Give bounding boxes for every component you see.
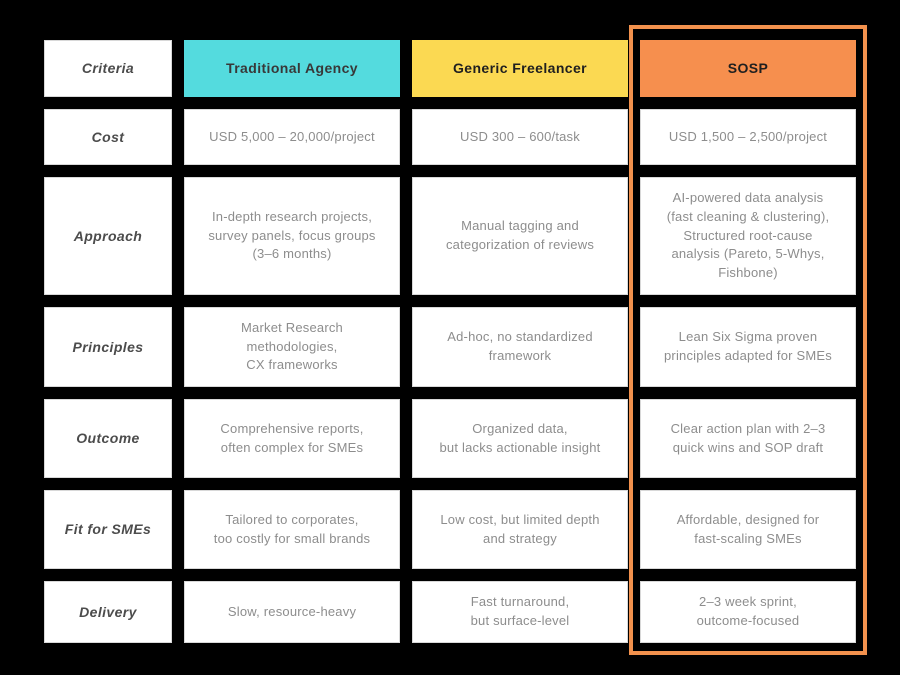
row-label-delivery: Delivery: [44, 581, 172, 643]
cell-delivery-freelancer: Fast turnaround, but surface-level: [412, 581, 628, 643]
header-traditional-agency: Traditional Agency: [184, 40, 400, 97]
row-label-fit-for-smes: Fit for SMEs: [44, 490, 172, 569]
cell-delivery-traditional: Slow, resource-heavy: [184, 581, 400, 643]
cell-principles-freelancer: Ad-hoc, no standardized framework: [412, 307, 628, 387]
row-label-cost: Cost: [44, 109, 172, 165]
comparison-table: Criteria Traditional Agency Generic Free…: [44, 40, 856, 643]
cell-cost-freelancer: USD 300 – 600/task: [412, 109, 628, 165]
header-criteria: Criteria: [44, 40, 172, 97]
cell-cost-sosp: USD 1,500 – 2,500/project: [640, 109, 856, 165]
cell-fit-freelancer: Low cost, but limited depth and strategy: [412, 490, 628, 569]
header-sosp: SOSP: [640, 40, 856, 97]
row-label-principles: Principles: [44, 307, 172, 387]
cell-outcome-sosp: Clear action plan with 2–3 quick wins an…: [640, 399, 856, 478]
cell-outcome-traditional: Comprehensive reports, often complex for…: [184, 399, 400, 478]
row-label-approach: Approach: [44, 177, 172, 295]
cell-approach-freelancer: Manual tagging and categorization of rev…: [412, 177, 628, 295]
cell-fit-sosp: Affordable, designed for fast-scaling SM…: [640, 490, 856, 569]
cell-approach-traditional: In-depth research projects, survey panel…: [184, 177, 400, 295]
cell-outcome-freelancer: Organized data, but lacks actionable ins…: [412, 399, 628, 478]
header-generic-freelancer: Generic Freelancer: [412, 40, 628, 97]
cell-fit-traditional: Tailored to corporates, too costly for s…: [184, 490, 400, 569]
cell-approach-sosp: AI-powered data analysis (fast cleaning …: [640, 177, 856, 295]
cell-principles-sosp: Lean Six Sigma proven principles adapted…: [640, 307, 856, 387]
cell-delivery-sosp: 2–3 week sprint, outcome-focused: [640, 581, 856, 643]
cell-principles-traditional: Market Research methodologies, CX framew…: [184, 307, 400, 387]
row-label-outcome: Outcome: [44, 399, 172, 478]
cell-cost-traditional: USD 5,000 – 20,000/project: [184, 109, 400, 165]
